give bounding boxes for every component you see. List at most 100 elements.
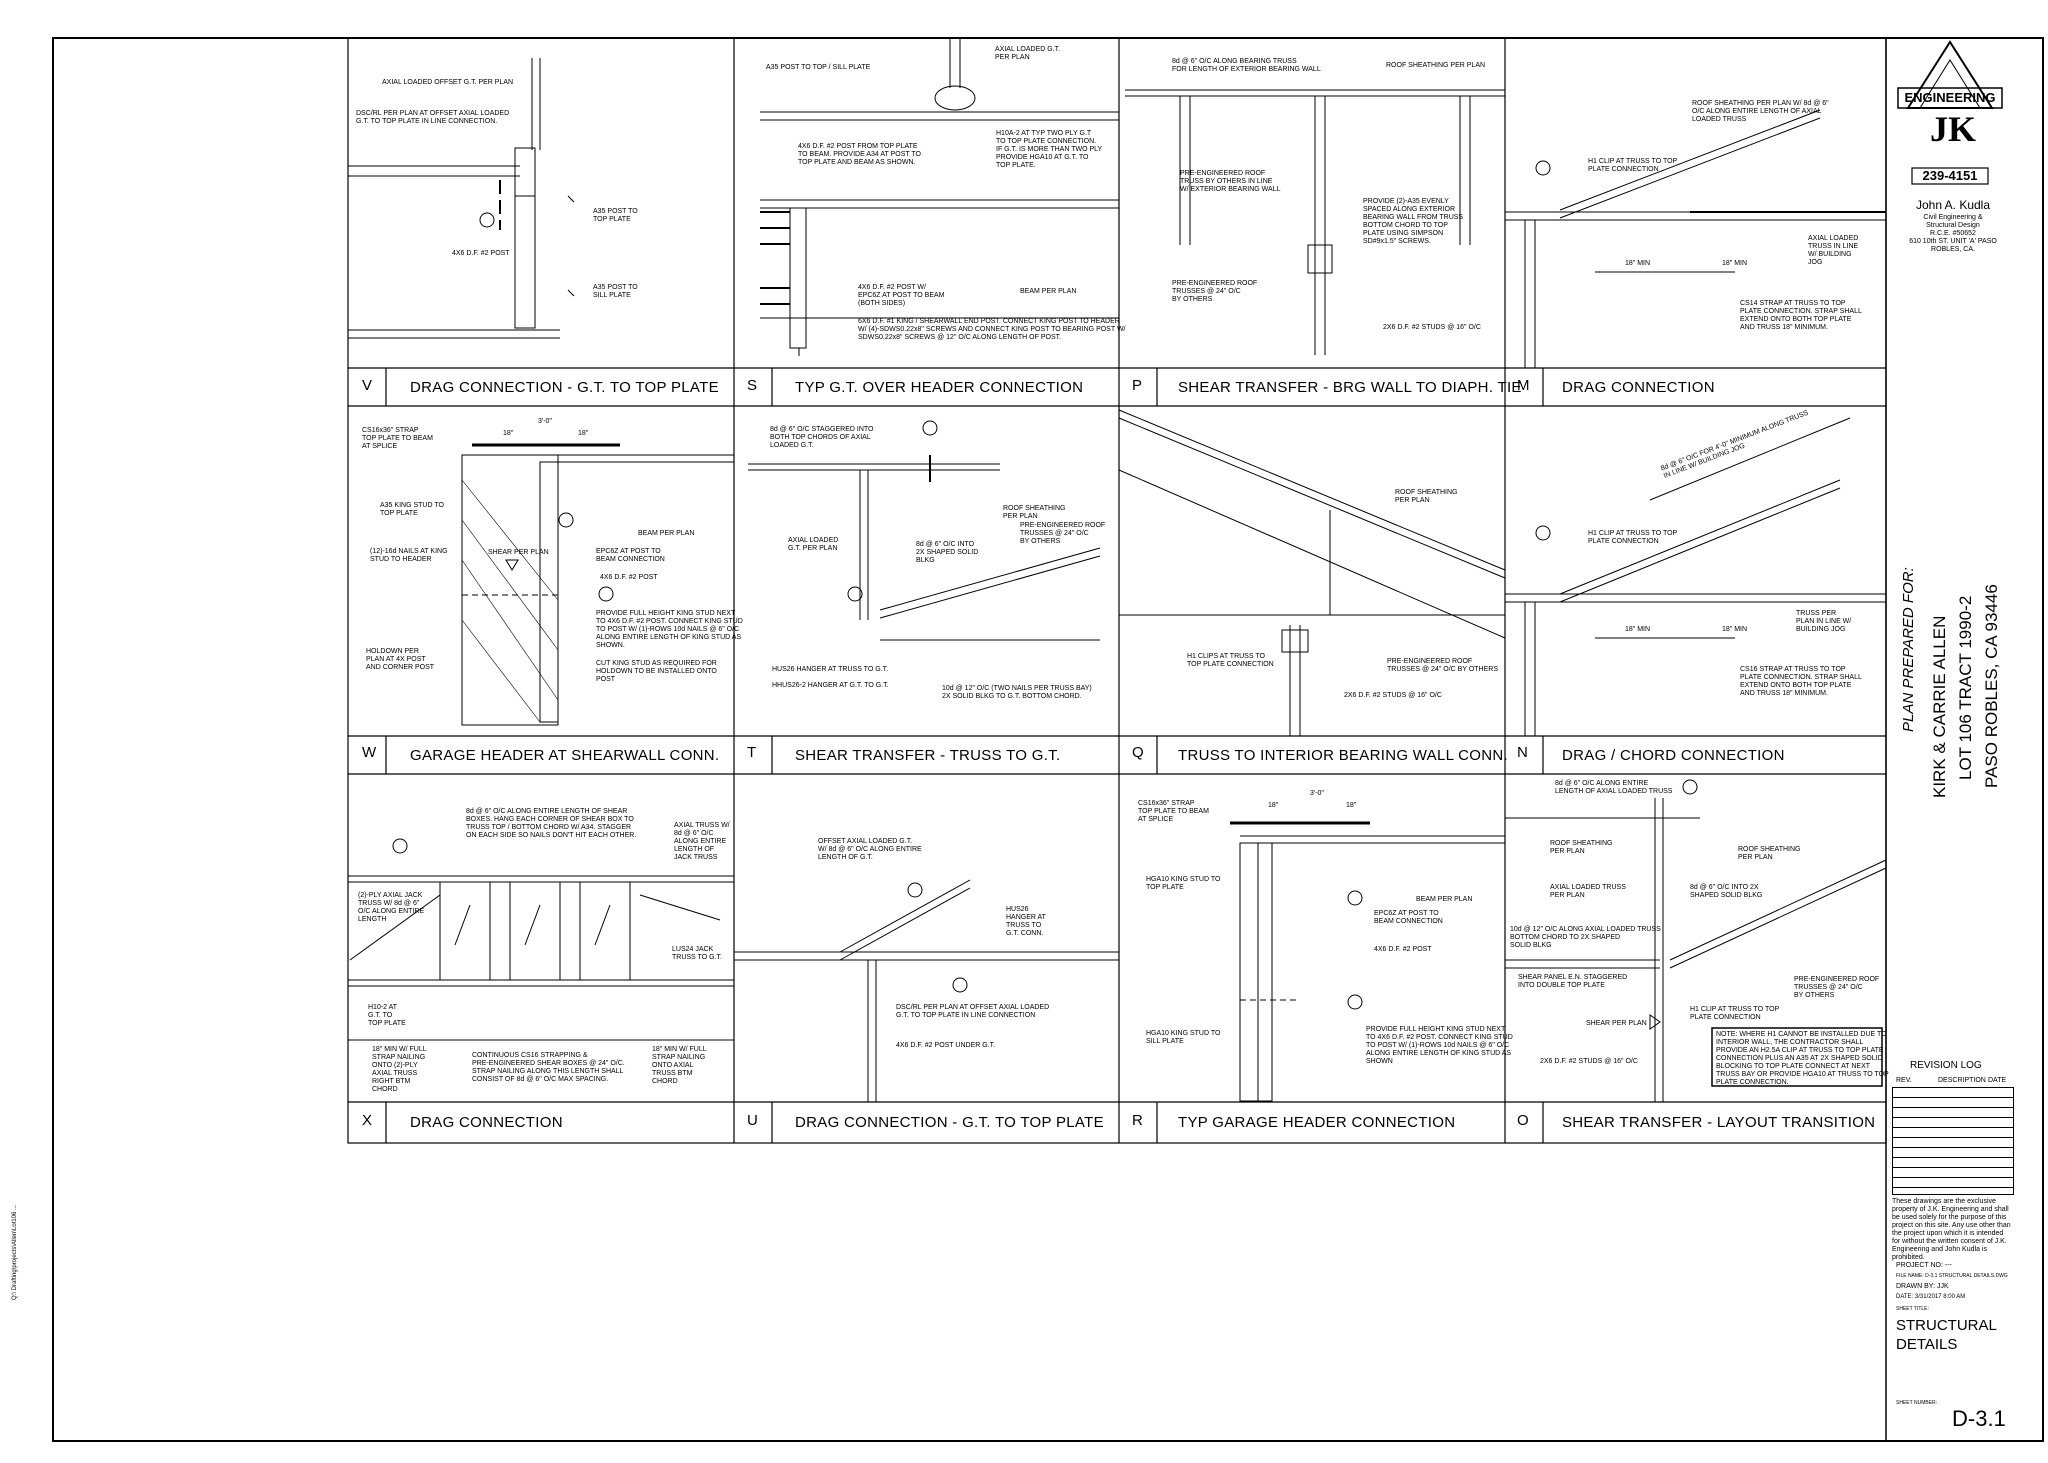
- logo-phone: 239-4151: [1922, 168, 1978, 183]
- detail-u-label-1: OFFSET AXIAL LOADED G.T. W/ 8d @ 6" O/C …: [818, 838, 922, 861]
- logo-jk-letters: JK: [1930, 109, 1977, 149]
- detail-p-label-4: PROVIDE (2)-A35 EVENLY SPACED ALONG EXTE…: [1363, 198, 1464, 245]
- detail-n-label-4: 18" MIN: [1625, 626, 1651, 633]
- project-number: PROJECT NO: ---: [1896, 1262, 1952, 1269]
- detail-m-label-4: 18" MIN: [1625, 260, 1651, 267]
- detail-r-label-10: HGA10 KING STUD TO SILL PLATE: [1146, 1030, 1221, 1045]
- detail-o-label-2: ROOF SHEATHING PER PLAN: [1550, 840, 1613, 855]
- detail-o-label-11: 2X6 D.F. #2 STUDS @ 16" O/C: [1540, 1058, 1638, 1065]
- detail-title: DRAG CONNECTION - G.T. TO TOP PLATE: [795, 1114, 1104, 1131]
- detail-r-label-3: 18": [1268, 802, 1279, 809]
- detail-p-label-5: PRE-ENGINEERED ROOF TRUSSES @ 24" O/C BY…: [1172, 280, 1258, 303]
- detail-o-label-9: H1 CLIP AT TRUSS TO TOP PLATE CONNECTION: [1690, 1006, 1780, 1021]
- date: DATE: 3/31/2017 8:00 AM: [1896, 1294, 1966, 1300]
- detail-title: TRUSS TO INTERIOR BEARING WALL CONN.: [1178, 747, 1509, 764]
- detail-p-label-2: ROOF SHEATHING PER PLAN: [1386, 62, 1486, 69]
- detail-n-label-3: TRUSS PER PLAN IN LINE W/ BUILDING JOG: [1796, 610, 1852, 633]
- detail-o-label-5: 8d @ 6" O/C INTO 2X SHAPED SOLID BLKG: [1690, 884, 1763, 899]
- detail-title: DRAG / CHORD CONNECTION: [1562, 747, 1785, 764]
- rev-col-rev: REV.: [1896, 1077, 1912, 1084]
- detail-p-label-6: 2X6 D.F. #2 STUDS @ 16" O/C: [1383, 324, 1481, 331]
- detail-r-label-2: 3'-0": [1310, 790, 1324, 797]
- drawn-by: DRAWN BY: JJK: [1896, 1283, 1949, 1290]
- detail-w-label-2: 3'-0": [538, 418, 552, 425]
- sheet-number-label: SHEET NUMBER:: [1896, 1400, 1938, 1406]
- detail-x-drawing: [348, 838, 734, 1041]
- detail-s-label-3: 4X6 D.F. #2 POST FROM TOP PLATE TO BEAM.…: [798, 143, 921, 166]
- detail-x-label-8: 18" MIN W/ FULL STRAP NAILING ONTO AXIAL…: [652, 1046, 707, 1085]
- detail-r-label-8: 4X6 D.F. #2 POST: [1374, 946, 1432, 953]
- detail-v-label-5: A35 POST TO SILL PLATE: [593, 284, 638, 299]
- detail-code: T: [747, 744, 757, 761]
- detail-s-label-5: 4X6 D.F. #2 POST W/ EPC6Z AT POST TO BEA…: [858, 284, 945, 307]
- detail-p-label-1: 8d @ 6" O/C ALONG BEARING TRUSS FOR LENG…: [1172, 58, 1321, 73]
- detail-x-label-2: AXIAL TRUSS W/ 8d @ 6" O/C ALONG ENTIRE …: [674, 822, 730, 861]
- detail-q-label-1: ROOF SHEATHING PER PLAN: [1395, 489, 1458, 504]
- logo-engineering-text: ENGINEERING: [1904, 90, 1996, 105]
- detail-u-label-2: HUS26 HANGER AT TRUSS TO G.T. CONN.: [1006, 906, 1046, 937]
- detail-t-label-7: HHUS26-2 HANGER AT G.T. TO G.T.: [772, 682, 889, 689]
- detail-r-label-6: BEAM PER PLAN: [1416, 896, 1473, 903]
- detail-code: X: [362, 1112, 373, 1129]
- rev-col-date: DATE: [1988, 1077, 2007, 1084]
- plan-prepared-for: PLAN PREPARED FOR:: [1900, 567, 1917, 732]
- detail-o-label-3: ROOF SHEATHING PER PLAN: [1738, 846, 1801, 861]
- detail-title: SHEAR TRANSFER - TRUSS TO G.T.: [795, 747, 1061, 764]
- detail-title: TYP G.T. OVER HEADER CONNECTION: [795, 379, 1084, 396]
- detail-x-label-1: 8d @ 6" O/C ALONG ENTIRE LENGTH OF SHEAR…: [466, 808, 637, 839]
- detail-code: Q: [1132, 744, 1144, 761]
- detail-o-label-8: PRE-ENGINEERED ROOF TRUSSES @ 24" O/C BY…: [1794, 976, 1880, 999]
- detail-w-label-6: BEAM PER PLAN: [638, 530, 695, 537]
- detail-grid: [347, 37, 1887, 1144]
- detail-w-label-7: (12)-16d NAILS AT KING STUD TO HEADER: [370, 548, 448, 563]
- detail-n-label-5: 18" MIN: [1722, 626, 1748, 633]
- sheet-number: D-3.1: [1952, 1406, 2006, 1431]
- detail-title: DRAG CONNECTION: [410, 1114, 563, 1131]
- detail-w-label-8: SHEAR PER PLAN: [488, 549, 549, 556]
- detail-m-label-6: CS14 STRAP AT TRUSS TO TOP PLATE CONNECT…: [1740, 300, 1862, 331]
- detail-title: DRAG CONNECTION - G.T. TO TOP PLATE: [410, 379, 719, 396]
- detail-r-label-9: PROVIDE FULL HEIGHT KING STUD NEXT TO 4X…: [1366, 1026, 1513, 1065]
- detail-t-label-8: 10d @ 12" O/C (TWO NAILS PER TRUSS BAY) …: [942, 685, 1092, 700]
- detail-v-label-4: 4X6 D.F. #2 POST: [452, 250, 510, 257]
- detail-t-label-3: PRE-ENGINEERED ROOF TRUSSES @ 24" O/C BY…: [1020, 522, 1106, 545]
- detail-o-label-6: 10d @ 12" O/C ALONG AXIAL LOADED TRUSS B…: [1510, 926, 1661, 949]
- detail-o-label-4: AXIAL LOADED TRUSS PER PLAN: [1550, 884, 1626, 899]
- detail-m-label-5: 18" MIN: [1722, 260, 1748, 267]
- detail-t-label-2: ROOF SHEATHING PER PLAN: [1003, 505, 1066, 520]
- detail-n-label-6: CS16 STRAP AT TRUSS TO TOP PLATE CONNECT…: [1740, 666, 1862, 697]
- border-side-text: Q:\ Drafting\projects\Allen\Lot106 ...: [12, 1204, 18, 1300]
- detail-code: V: [362, 377, 373, 394]
- ownership-notice: These drawings are the exclusive propert…: [1892, 1198, 2011, 1261]
- detail-w-drawing: [461, 443, 734, 726]
- detail-code: S: [747, 377, 758, 394]
- sheet-border: [52, 37, 2044, 1442]
- revision-grid: [1892, 1087, 2014, 1195]
- detail-r-drawing: [1230, 821, 1505, 1102]
- detail-v-drawing: [348, 58, 575, 339]
- detail-r-label-7: EPC6Z AT POST TO BEAM CONNECTION: [1374, 910, 1443, 925]
- detail-w-label-1: CS16x36" STRAP TOP PLATE TO BEAM AT SPLI…: [362, 427, 433, 450]
- detail-v-label-2: DSC/RL PER PLAN AT OFFSET AXIAL LOADED G…: [356, 110, 510, 125]
- detail-o-label-10: SHEAR PER PLAN: [1586, 1020, 1647, 1027]
- detail-v-label-3: A35 POST TO TOP PLATE: [593, 208, 638, 223]
- detail-code: R: [1132, 1112, 1143, 1129]
- detail-n-drawing: [1505, 417, 1886, 736]
- detail-code: P: [1132, 377, 1143, 394]
- client-name: KIRK & CARRIE ALLEN: [1930, 615, 1949, 798]
- sheet-title-label: SHEET TITLE:: [1896, 1306, 1929, 1312]
- detail-w-label-5: A35 KING STUD TO TOP PLATE: [380, 502, 444, 517]
- detail-w-label-12: HOLDOWN PER PLAN AT 4X POST AND CORNER P…: [366, 648, 435, 671]
- detail-w-label-4: 18": [578, 430, 589, 437]
- detail-code: U: [747, 1112, 758, 1129]
- detail-m-label-3: AXIAL LOADED TRUSS IN LINE W/ BUILDING J…: [1808, 235, 1859, 266]
- detail-title: GARAGE HEADER AT SHEARWALL CONN.: [410, 747, 720, 764]
- engineer-name: John A. Kudla: [1915, 198, 1991, 212]
- detail-q-label-2: H1 CLIPS AT TRUSS TO TOP PLATE CONNECTIO…: [1187, 653, 1274, 668]
- detail-x-label-3: (2)-PLY AXIAL JACK TRUSS W/ 8d @ 6" O/C …: [358, 892, 425, 923]
- detail-w-label-13: CUT KING STUD AS REQUIRED FOR HOLDOWN TO…: [596, 660, 717, 683]
- detail-title: SHEAR TRANSFER - LAYOUT TRANSITION: [1562, 1114, 1876, 1131]
- detail-m-label-2: H1 CLIP AT TRUSS TO TOP PLATE CONNECTION: [1588, 158, 1678, 173]
- detail-q-label-4: 2X6 D.F. #2 STUDS @ 16" O/C: [1344, 692, 1442, 699]
- detail-m-drawing: [1505, 109, 1886, 368]
